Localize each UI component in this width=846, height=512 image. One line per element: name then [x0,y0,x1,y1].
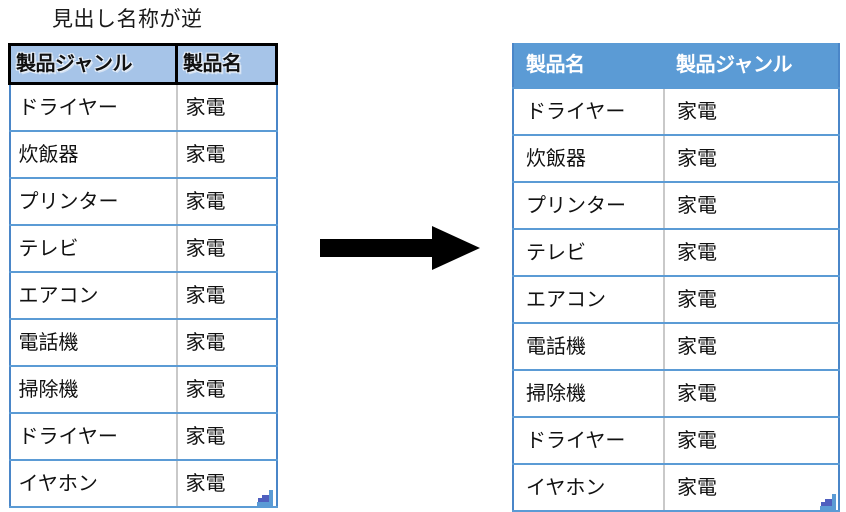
table-cell[interactable]: エアコン [513,275,664,324]
table-row: ドライヤー家電 [9,412,277,461]
table-row: ドライヤー家電 [513,416,839,465]
table-cell[interactable]: 家電 [663,416,839,465]
table-cell[interactable]: 炊飯器 [9,130,177,179]
table-cell[interactable]: プリンター [9,177,177,226]
table-cell[interactable]: ドライヤー [9,412,177,461]
table-row: ドライヤー家電 [513,87,839,136]
table-row: プリンター家電 [513,181,839,230]
table-cell[interactable]: 家電 [175,365,277,414]
table-row: エアコン家電 [513,275,839,324]
after-header-cell-2[interactable]: 製品ジャンル [664,43,839,88]
table-cell[interactable]: 家電 [663,228,839,277]
table-cell[interactable]: 家電 [175,224,277,273]
table-row: 電話機家電 [513,322,839,371]
table-cell[interactable]: 電話機 [513,322,664,371]
before-table-grid: 製品ジャンル 製品名 ドライヤー家電炊飯器家電プリンター家電テレビ家電エアコン家… [8,43,278,508]
table-row: テレビ家電 [9,224,277,273]
table-cell[interactable]: 家電 [663,275,839,324]
table-cell[interactable]: イヤホン [513,463,664,512]
table-cell[interactable]: 電話機 [9,318,177,367]
table-cell[interactable]: テレビ [9,224,177,273]
table-row: 炊飯器家電 [513,134,839,183]
table-cell[interactable]: 家電 [663,463,839,512]
after-table-header: 製品名 製品ジャンル [513,43,839,88]
table-cell[interactable]: 家電 [663,134,839,183]
after-table-grid: 製品名 製品ジャンル ドライヤー家電炊飯器家電プリンター家電テレビ家電エアコン家… [512,43,840,512]
before-table-header: 製品ジャンル 製品名 [8,43,278,85]
table-row: 掃除機家電 [513,369,839,418]
table-row: ドライヤー家電 [9,82,277,132]
before-header-cell-2[interactable]: 製品名 [175,43,278,85]
table-row: イヤホン家電 [513,463,839,512]
right-arrow-icon [320,226,480,270]
table-row: イヤホン家電 [9,459,277,508]
table-cell[interactable]: イヤホン [9,459,177,508]
table-cell[interactable]: 家電 [175,412,277,461]
table-cell[interactable]: 炊飯器 [513,134,664,183]
table-cell[interactable]: 掃除機 [513,369,664,418]
table-cell[interactable]: ドライヤー [513,87,664,136]
table-cell[interactable]: 家電 [663,369,839,418]
screenshot-canvas: 見出し名称が逆 製品ジャンル 製品名 ドライヤー家電炊飯器家電プリンター家電テレ… [8,8,840,512]
table-row: テレビ家電 [513,228,839,277]
table-row: エアコン家電 [9,271,277,320]
table-cell[interactable]: プリンター [513,181,664,230]
table-cell[interactable]: テレビ [513,228,664,277]
before-table-body: ドライヤー家電炊飯器家電プリンター家電テレビ家電エアコン家電電話機家電掃除機家電… [9,82,277,508]
after-table: 製品名 製品ジャンル ドライヤー家電炊飯器家電プリンター家電テレビ家電エアコン家… [512,43,840,512]
resize-handle[interactable] [257,490,273,506]
resize-handle[interactable] [820,494,836,510]
table-cell[interactable]: 掃除機 [9,365,177,414]
before-header-cell-1[interactable]: 製品ジャンル [8,43,178,85]
table-cell[interactable]: ドライヤー [9,82,177,132]
table-cell[interactable]: 家電 [663,181,839,230]
table-cell[interactable]: 家電 [175,271,277,320]
table-header-row: 製品名 製品ジャンル [513,43,839,88]
table-header-row: 製品ジャンル 製品名 [8,43,278,85]
table-cell[interactable]: 家電 [175,177,277,226]
after-table-body: ドライヤー家電炊飯器家電プリンター家電テレビ家電エアコン家電電話機家電掃除機家電… [513,87,839,512]
before-table: 製品ジャンル 製品名 ドライヤー家電炊飯器家電プリンター家電テレビ家電エアコン家… [8,43,278,508]
table-cell[interactable]: ドライヤー [513,416,664,465]
page-title: 見出し名称が逆 [52,8,203,31]
table-row: 掃除機家電 [9,365,277,414]
after-header-cell-1[interactable]: 製品名 [513,43,664,88]
table-row: プリンター家電 [9,177,277,226]
table-row: 電話機家電 [9,318,277,367]
table-cell[interactable]: 家電 [175,82,277,132]
table-cell[interactable]: 家電 [663,322,839,371]
table-cell[interactable]: エアコン [9,271,177,320]
table-cell[interactable]: 家電 [663,87,839,136]
table-cell[interactable]: 家電 [175,130,277,179]
table-cell[interactable]: 家電 [175,318,277,367]
table-row: 炊飯器家電 [9,130,277,179]
